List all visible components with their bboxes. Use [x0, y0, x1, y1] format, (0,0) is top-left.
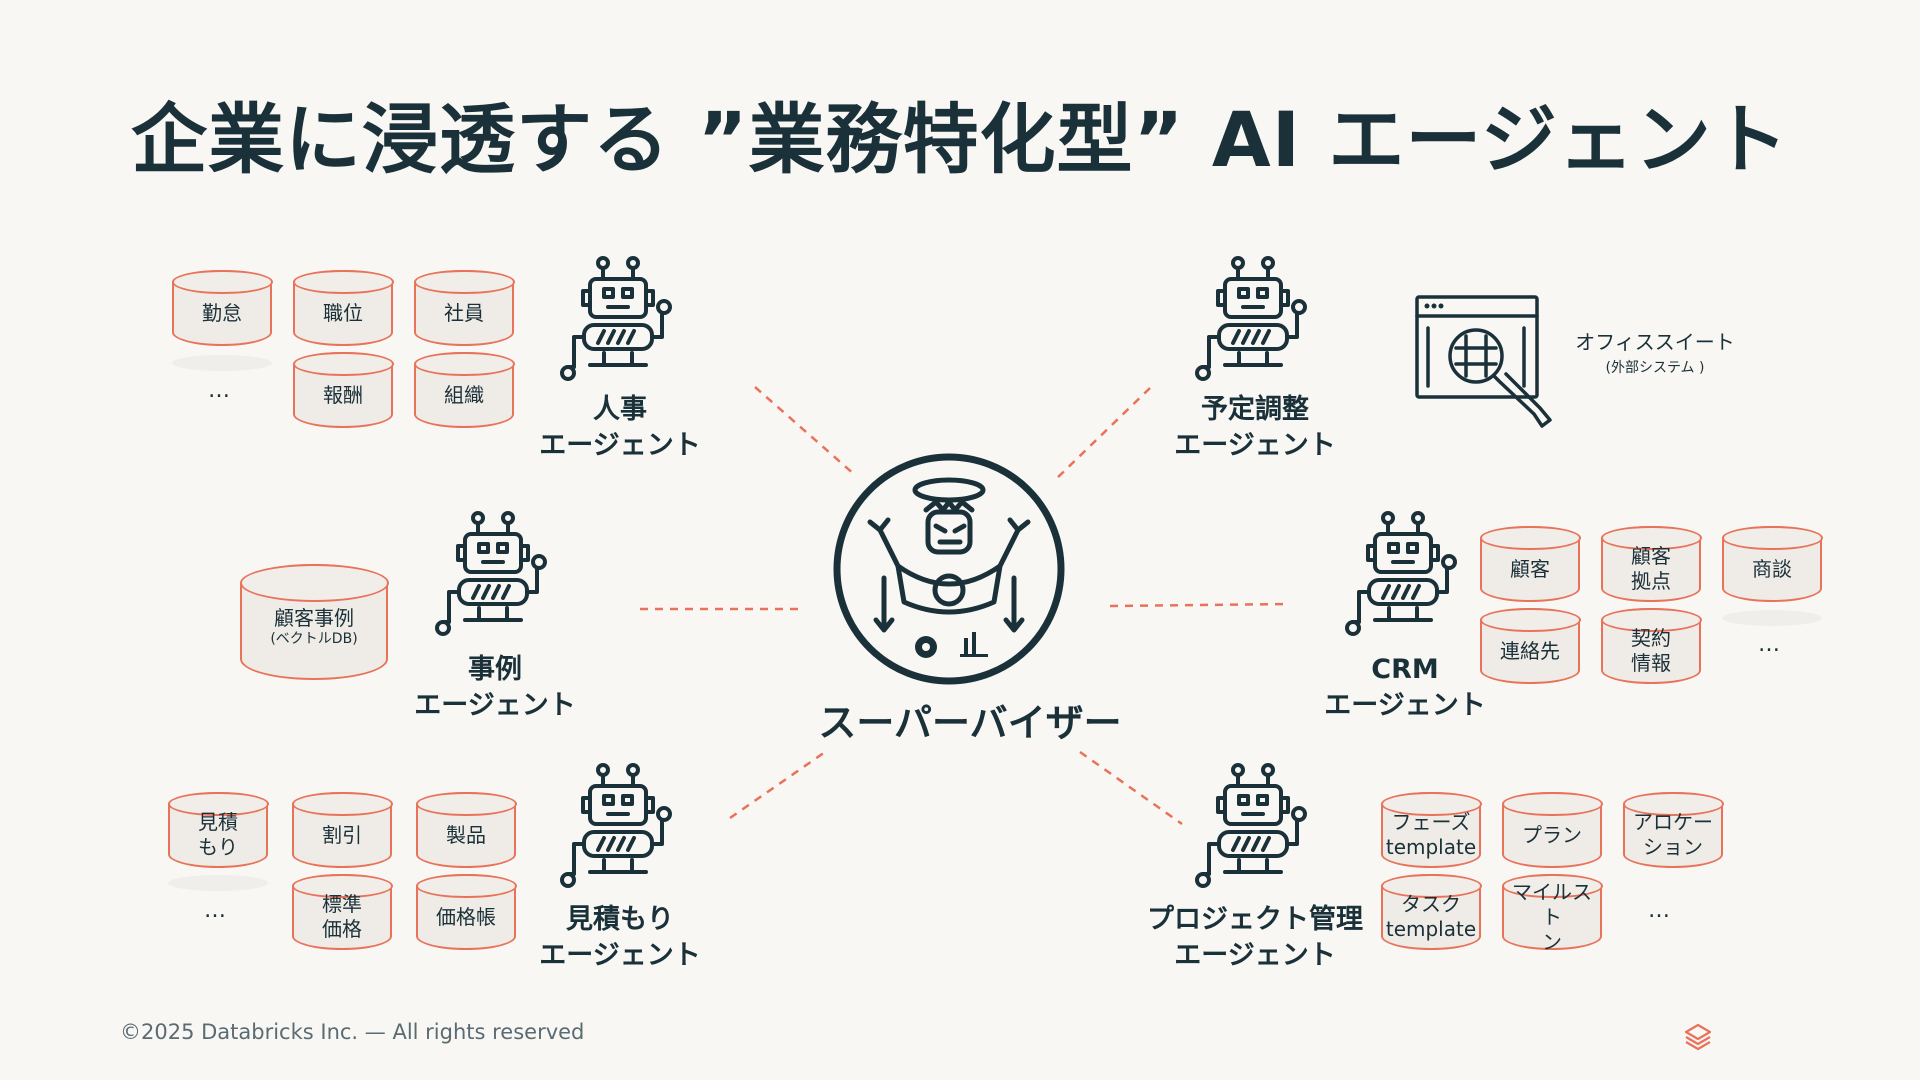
- hr-db-attendance: 勤怠: [171, 269, 273, 346]
- hr-db-compensation: 報酬: [292, 351, 394, 428]
- connector-project: [1079, 750, 1183, 826]
- crm-db-placeholder: [1722, 610, 1822, 626]
- hr-db-placeholder: [172, 355, 272, 371]
- supervisor-robot-icon: [833, 453, 1065, 685]
- office-suite-label: オフィススイート (外部システム ): [1575, 330, 1735, 376]
- schedule-agent-robot-icon: [1195, 256, 1307, 381]
- supervisor-label: スーパーバイザー: [818, 701, 1122, 745]
- estimate-db-placeholder: [168, 875, 268, 891]
- estimate-db-standard-price: 標準 価格: [291, 873, 393, 950]
- estimate-db-discount: 割引: [291, 791, 393, 868]
- hr-db-position: 職位: [292, 269, 394, 346]
- cases-vector-db: 顧客事例(ベクトルDB): [239, 563, 389, 680]
- crm-db-customer-site: 顧客 拠点: [1600, 525, 1702, 602]
- hr-agent-label: 人事 エージェント: [539, 394, 701, 461]
- project-db-allocation: アロケー ション: [1622, 791, 1724, 868]
- cases-agent-robot-icon: [435, 511, 547, 636]
- connector-hr: [754, 386, 856, 476]
- hr-db-more: …: [208, 378, 232, 403]
- project-db-milestone: マイルスト ン: [1501, 873, 1603, 954]
- project-db-more: …: [1648, 898, 1672, 923]
- crm-agent-robot-icon: [1345, 511, 1457, 636]
- project-db-task-template: タスク template: [1380, 873, 1482, 950]
- project-db-plan: プラン: [1501, 791, 1603, 868]
- project-agent-label: プロジェクト管理 エージェント: [1147, 904, 1363, 971]
- estimate-db-quote: 見積 もり: [167, 791, 269, 868]
- connector-schedule: [1054, 387, 1151, 481]
- databricks-logo-icon: [1684, 1023, 1712, 1051]
- connector-estimate: [729, 748, 829, 820]
- crm-agent-label: CRM エージェント: [1324, 654, 1486, 721]
- estimate-db-price-list: 価格帳: [415, 873, 517, 950]
- crm-db-contact: 連絡先: [1479, 607, 1581, 684]
- estimate-db-product: 製品: [415, 791, 517, 868]
- crm-db-deal: 商談: [1721, 525, 1823, 602]
- crm-db-more: …: [1758, 632, 1782, 657]
- project-agent-robot-icon: [1195, 763, 1307, 888]
- copyright-footer: ©2025 Databricks Inc. — All rights reser…: [120, 1020, 585, 1044]
- schedule-agent-label: 予定調整 エージェント: [1174, 394, 1336, 461]
- estimate-db-more: …: [204, 898, 228, 923]
- cases-agent-label: 事例 エージェント: [414, 654, 576, 721]
- project-db-phase-template: フェーズ template: [1380, 791, 1482, 868]
- crm-db-customer: 顧客: [1479, 525, 1581, 602]
- estimate-agent-label: 見積もり エージェント: [539, 904, 701, 971]
- connector-crm: [1109, 602, 1291, 608]
- hr-agent-robot-icon: [560, 256, 672, 381]
- hr-db-organization: 組織: [413, 351, 515, 428]
- hr-db-employee: 社員: [413, 269, 515, 346]
- spreadsheet-search-icon: [1415, 295, 1552, 428]
- estimate-agent-robot-icon: [560, 763, 672, 888]
- slide-title: 企業に浸透する ”業務特化型” AI エージェント: [131, 95, 1789, 184]
- crm-db-contract: 契約 情報: [1600, 607, 1702, 684]
